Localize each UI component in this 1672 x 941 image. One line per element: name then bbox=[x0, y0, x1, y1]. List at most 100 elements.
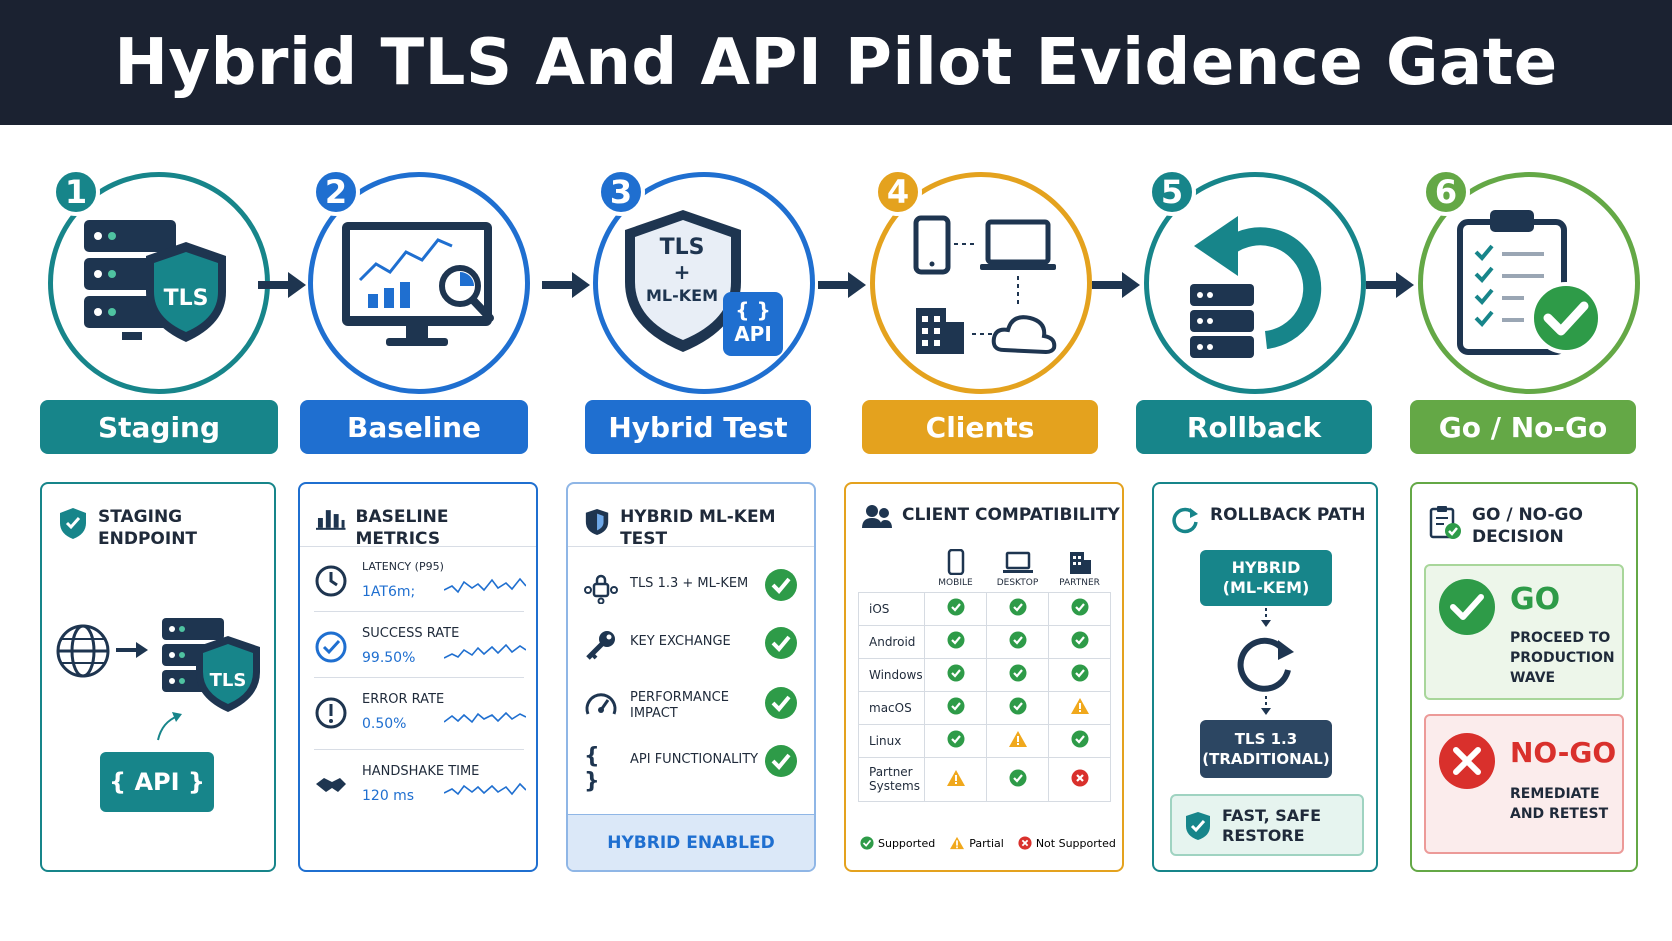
legend: Supported Partial Not Supported bbox=[860, 836, 1116, 850]
braces-icon: { } bbox=[584, 744, 600, 794]
check-circle-icon bbox=[1071, 730, 1088, 748]
check-circle-icon bbox=[765, 745, 797, 777]
status-cell bbox=[1048, 657, 1111, 692]
metric-row: ERROR RATE 0.50% bbox=[314, 678, 526, 750]
check-row: KEY EXCHANGE bbox=[584, 622, 797, 672]
go-text: PROCEED TO PRODUCTION WAVE bbox=[1510, 630, 1615, 686]
check-circle-icon bbox=[1009, 631, 1026, 649]
arrow-right-icon bbox=[818, 272, 866, 298]
check-circle-icon bbox=[1439, 579, 1495, 635]
legend-not-supported: Not Supported bbox=[1018, 836, 1116, 850]
shield-check-icon bbox=[60, 508, 86, 539]
card-title: STAGING ENDPOINT bbox=[58, 506, 208, 550]
clock-icon bbox=[315, 565, 347, 597]
arrow-right-icon bbox=[542, 272, 590, 298]
metric-row: LATENCY (P95) 1AT6m; bbox=[314, 546, 526, 612]
client-name: macOS bbox=[858, 690, 925, 725]
arrow-up-right-icon bbox=[157, 712, 182, 741]
server-shield-icon bbox=[162, 618, 260, 712]
client-name: iOS bbox=[858, 591, 925, 626]
check-circle-icon bbox=[765, 687, 797, 719]
no-go-text: REMEDIATE AND RETEST bbox=[1510, 786, 1609, 822]
staging-card: STAGING ENDPOINT TLS { API } bbox=[40, 482, 276, 872]
table-row: macOS bbox=[858, 690, 1111, 725]
status-cell bbox=[1048, 591, 1111, 626]
decision-card: GO / NO-GO DECISION GO PROCEED TO PRODUC… bbox=[1410, 482, 1638, 872]
card-title: HYBRID ML-KEM TEST bbox=[584, 506, 814, 550]
refresh-icon bbox=[1172, 507, 1198, 534]
x-circle-icon bbox=[1439, 733, 1495, 789]
check-circle-icon bbox=[765, 569, 797, 601]
client-name: Android bbox=[858, 624, 925, 659]
status-cell bbox=[924, 591, 987, 626]
dashed-arrow-down-icon bbox=[1261, 696, 1271, 715]
gauge-icon bbox=[585, 693, 617, 715]
status-cell bbox=[986, 756, 1049, 802]
page-title: Hybrid TLS And API Pilot Evidence Gate bbox=[114, 25, 1558, 100]
step-number-badge: 6 bbox=[1422, 168, 1470, 216]
warning-icon bbox=[950, 836, 965, 850]
mobile-icon bbox=[947, 548, 964, 575]
step-number-badge: 5 bbox=[1148, 168, 1196, 216]
shield-check-icon bbox=[1186, 812, 1210, 840]
legend-supported: Supported bbox=[860, 836, 935, 850]
status-cell bbox=[1048, 723, 1111, 758]
lock-network-icon bbox=[584, 574, 618, 604]
step-label: Baseline bbox=[300, 400, 528, 454]
warning-icon bbox=[946, 769, 965, 786]
step-rollback: 5 Rollback bbox=[1136, 160, 1376, 460]
status-cell bbox=[1048, 624, 1111, 659]
status-cell bbox=[924, 690, 987, 725]
status-cell bbox=[924, 624, 987, 659]
rollback-card: ROLLBACK PATH HYBRID (ML-KEM) TLS 1.3 (T… bbox=[1152, 482, 1378, 872]
sparkline bbox=[444, 643, 526, 659]
check-circle-icon bbox=[860, 836, 874, 850]
card-title: CLIENT COMPATIBILITY bbox=[862, 504, 1120, 530]
divider bbox=[300, 546, 536, 547]
check-circle-icon bbox=[947, 664, 964, 682]
dashed-arrow-down-icon bbox=[1261, 608, 1271, 627]
shield-icon bbox=[585, 508, 609, 536]
step-number-badge: 1 bbox=[52, 168, 100, 216]
building-icon bbox=[1069, 551, 1091, 574]
table-row: iOS bbox=[858, 591, 1111, 626]
status-cell bbox=[986, 624, 1049, 659]
hybrid-ml-kem-box: HYBRID (ML-KEM) bbox=[1200, 550, 1332, 606]
key-icon bbox=[586, 631, 615, 660]
fast-safe-restore-box: FAST, SAFE RESTORE bbox=[1170, 794, 1364, 856]
sparkline bbox=[444, 711, 526, 724]
check-circle-icon bbox=[1009, 697, 1026, 715]
sparkline bbox=[444, 577, 526, 594]
rollback-server-icon bbox=[1170, 200, 1340, 370]
check-row: PERFORMANCE IMPACT bbox=[584, 682, 797, 732]
tls-shield-label: TLS bbox=[163, 286, 209, 311]
server-shield-icon: TLS bbox=[74, 200, 244, 370]
step-go-no-go: 6 Go / No-Go bbox=[1410, 160, 1650, 460]
clipboard-check-icon bbox=[1444, 200, 1614, 370]
check-row: { } API FUNCTIONALITY bbox=[584, 740, 797, 794]
check-circle-icon bbox=[947, 631, 964, 649]
hybrid-card: HYBRID ML-KEM TEST TLS 1.3 + ML-KEM KEY … bbox=[566, 482, 816, 872]
check-circle-icon bbox=[765, 627, 797, 659]
baseline-card: BASELINE METRICS LATENCY (P95) 1AT6m; SU… bbox=[298, 482, 538, 872]
hybrid-enabled-footer: HYBRID ENABLED bbox=[568, 814, 814, 870]
table-row: Windows bbox=[858, 657, 1111, 692]
x-circle-icon bbox=[1018, 836, 1032, 850]
legend-partial: Partial bbox=[949, 836, 1004, 850]
step-label: Hybrid Test bbox=[585, 400, 811, 454]
status-cell bbox=[924, 756, 987, 802]
client-name: Partner Systems bbox=[858, 756, 925, 802]
refresh-icon bbox=[1237, 637, 1294, 692]
status-cell bbox=[1048, 690, 1111, 725]
step-baseline: 2 Baseline bbox=[300, 160, 540, 460]
status-cell bbox=[1048, 756, 1111, 802]
globe-icon bbox=[56, 624, 110, 678]
sparkline bbox=[444, 782, 526, 796]
alert-circle-icon bbox=[315, 697, 347, 729]
arrow-right-icon bbox=[1366, 272, 1414, 298]
table-row: Android bbox=[858, 624, 1111, 659]
check-row: TLS 1.3 + ML-KEM bbox=[584, 564, 797, 614]
x-circle-icon bbox=[1071, 769, 1088, 786]
step-label: Staging bbox=[40, 400, 278, 454]
go-label: GO bbox=[1510, 582, 1561, 617]
